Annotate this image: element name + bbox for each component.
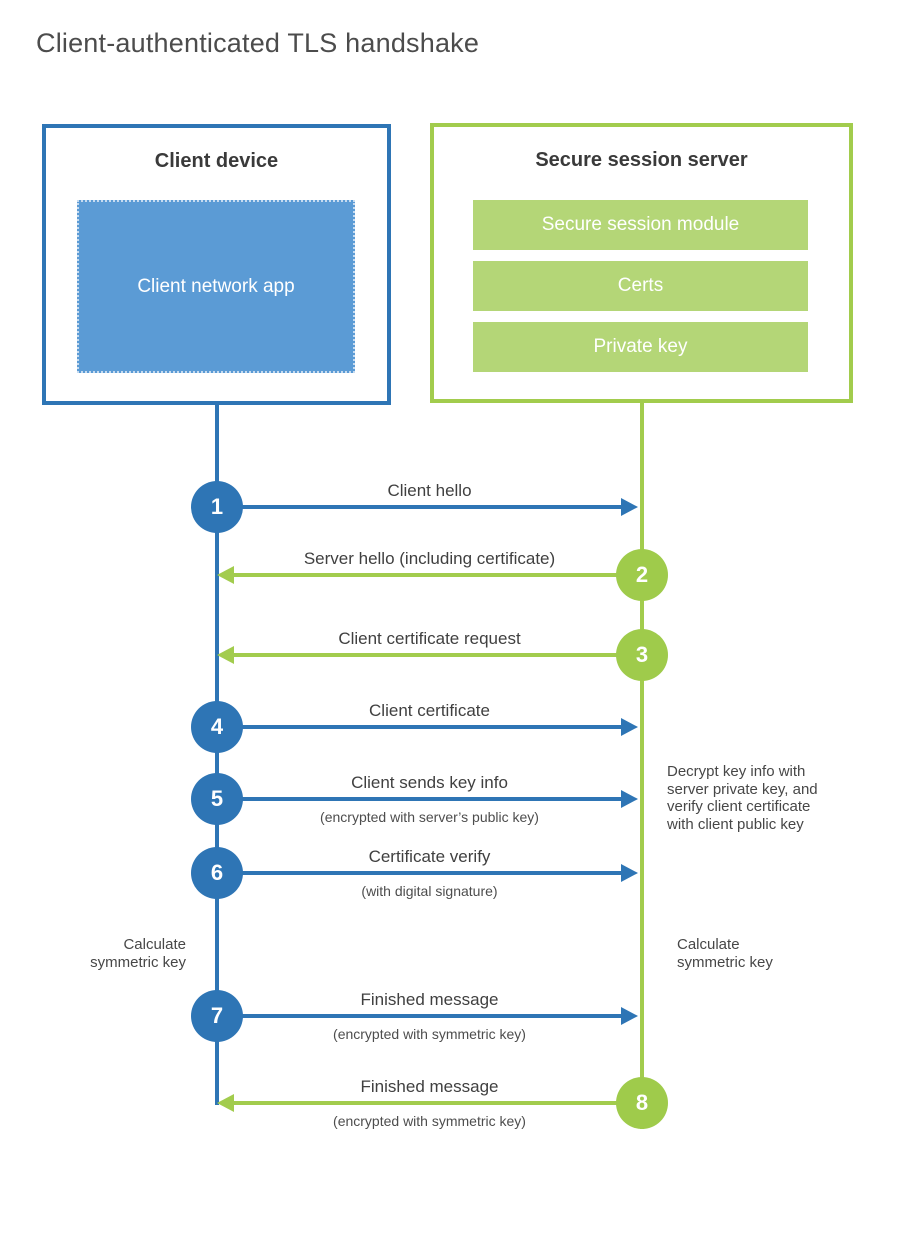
step-2-arrow-line [234,573,642,577]
step-3-arrowhead-icon [217,646,234,664]
step-5-sublabel: (encrypted with server’s public key) [320,809,539,825]
client-network-app-label: Client network app [137,275,295,297]
step-8-arrow-line [234,1101,642,1105]
step-5-circle: 5 [191,773,243,825]
server-title: Secure session server [535,149,748,171]
server-lifeline [640,401,644,1129]
step-2-label: Server hello (including certificate) [303,549,556,568]
calculate-symmetric-key-left: Calculate symmetric key [90,936,186,971]
server-module-secure-session: Secure session module [473,200,808,250]
step-7-label: Finished message [360,990,499,1009]
client-lifeline [215,404,219,1105]
step-1-arrow-line [217,505,622,509]
step-6-sublabel: (with digital signature) [361,883,498,899]
step-4-arrowhead-icon [621,718,638,736]
step-8-label: Finished message [360,1077,499,1096]
step-7-arrowhead-icon [621,1007,638,1025]
client-network-app-box: Client network app [77,200,355,373]
step-6-label: Certificate verify [368,847,491,866]
step-6-circle: 6 [191,847,243,899]
step-3-circle: 3 [616,629,668,681]
step-5-arrowhead-icon [621,790,638,808]
step-6-arrowhead-icon [621,864,638,882]
step-3-arrow-line [234,653,642,657]
server-module-certs: Certs [473,261,808,311]
step-4-arrow-line [217,725,622,729]
calculate-symmetric-key-right: Calculate symmetric key [677,936,773,971]
step-5-label: Client sends key info [351,773,508,792]
step-8-arrowhead-icon [217,1094,234,1112]
step-7-circle: 7 [191,990,243,1042]
step-1-arrowhead-icon [621,498,638,516]
step-2-circle: 2 [616,549,668,601]
client-device-title: Client device [154,150,279,172]
step-7-sublabel: (encrypted with symmetric key) [333,1026,526,1042]
page-title: Client-authenticated TLS handshake [36,28,480,58]
step-4-label: Client certificate [369,701,490,720]
decrypt-note: Decrypt key info with server private key… [667,763,818,833]
step-7-arrow-line [217,1014,622,1018]
step-4-circle: 4 [191,701,243,753]
step-1-label: Client hello [387,481,472,500]
step-8-sublabel: (encrypted with symmetric key) [333,1113,526,1129]
step-1-circle: 1 [191,481,243,533]
server-module-private-key: Private key [473,322,808,372]
step-6-arrow-line [217,871,622,875]
step-3-label: Client certificate request [338,629,521,648]
step-2-arrowhead-icon [217,566,234,584]
step-5-arrow-line [217,797,622,801]
step-8-circle: 8 [616,1077,668,1129]
